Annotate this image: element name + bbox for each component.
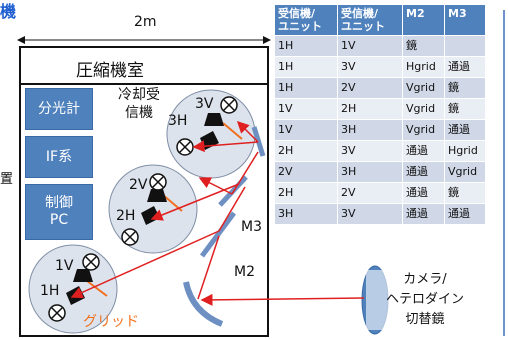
table-cell: 鏡 [444,77,486,99]
grid-label: グリッド [83,314,139,330]
receiver-label-2v: 2V [129,177,148,193]
table-cell: 通過 [444,203,486,225]
detector-1h-icon [48,304,66,322]
table-cell: 2V [274,161,338,183]
mirror-label-m3: M3 [241,219,262,235]
table-row: 1V 3H Vgrid 通過 [274,119,486,141]
table-cell: Vgrid [402,77,445,99]
table-header-cell: 受信機/ ユニット [337,4,403,36]
grid-line-1 [86,280,108,297]
grid-line-3 [222,122,243,140]
table-row: 1H 3V Hgrid 通過 [274,56,486,78]
title-fragment: 機 [0,2,17,21]
table-cell: 鏡 [444,98,486,120]
mirror-m2 [199,211,237,258]
table-cell: 3V [337,56,403,78]
table-cell: 3H [274,203,338,225]
table-header-cell: M3 [444,4,486,36]
detector-3v-icon [220,96,238,114]
table-row: 1V 2H Vgrid 鏡 [274,98,486,120]
table-cell: 1H [274,77,338,99]
table-cell: 2H [337,98,403,120]
table-cell: 3V [337,140,403,162]
room-title: 圧縮機室 [76,61,144,81]
table-cell: 3V [337,203,403,225]
receiver-label-1v: 1V [55,258,74,274]
table-cell: 通過 [402,182,445,204]
table-row: 3H 3V 通過 通過 [274,203,486,225]
table-header-cell: 受信機/ ユニット [274,4,338,36]
table-cell [444,35,486,57]
table-cell: 2V [337,77,403,99]
curved-mirror [183,281,224,327]
table-cell: 1V [337,35,403,57]
table-cell: 鏡 [444,182,486,204]
left-edge-char: 置 [0,172,14,187]
table-cell: Vgrid [402,119,445,141]
table-row: 2V 3H 通過 Vgrid [274,161,486,183]
table-cell: 3H [337,161,403,183]
table-cell: 1H [274,35,338,57]
dimension-label: 2m [134,14,157,30]
receiver-combination-table: 受信機/ ユニット 受信機/ ユニット M2 M3 1H 1V 鏡 1H 3V … [274,4,486,225]
table-cell: 通過 [402,203,445,225]
camera-switch-label: カメラ/ ヘテロダイン 切替鏡 [366,270,484,330]
beam-paths [70,120,365,306]
table-row: 2H 3V 通過 Hgrid [274,140,486,162]
table-cell: Vgrid [402,98,445,120]
receiver-label-3v: 3V [195,96,214,112]
receiver-label-1h: 1H [40,283,60,299]
table-cell: 通過 [402,140,445,162]
detector-1v-icon [82,253,100,271]
table-cell: 1H [274,56,338,78]
table-cell: 通過 [444,56,486,78]
table-cell: 2V [337,182,403,204]
table-cell: Vgrid [444,161,486,183]
cooled-receiver-label: 冷却受 信機 [118,87,160,121]
table-cell: 通過 [402,161,445,183]
table-cell: 1V [274,119,338,141]
table-row: 2H 2V 通過 鏡 [274,182,486,204]
horn-3v [204,113,224,126]
mirror-label-m2: M2 [234,264,255,280]
table-cell: 2H [274,182,338,204]
table-row: 1H 1V 鏡 [274,35,486,57]
table-cell: 2H [274,140,338,162]
control-pc-box: 制御 PC [25,184,93,240]
table-cell: 1V [274,98,338,120]
detector-2v-icon [149,173,167,191]
table-cell: 通過 [444,119,486,141]
table-cell: 鏡 [402,35,445,57]
horn-2v [147,189,167,202]
table-header-cell: M2 [402,4,445,36]
table-cell: 3H [337,119,403,141]
table-row: 1H 2V Vgrid 鏡 [274,77,486,99]
table-cell: Hgrid [444,140,486,162]
horn-1v [73,269,93,282]
detector-3h-icon [176,138,194,156]
table-cell: Hgrid [402,56,445,78]
detector-2h-icon [121,228,139,246]
spectrometer-box: 分光計 [25,88,93,130]
receiver-label-2h: 2H [116,208,136,224]
table-header-row: 受信機/ ユニット 受信機/ ユニット M2 M3 [274,4,486,36]
receiver-label-3h: 3H [168,113,188,129]
if-system-box: IF系 [25,136,93,178]
